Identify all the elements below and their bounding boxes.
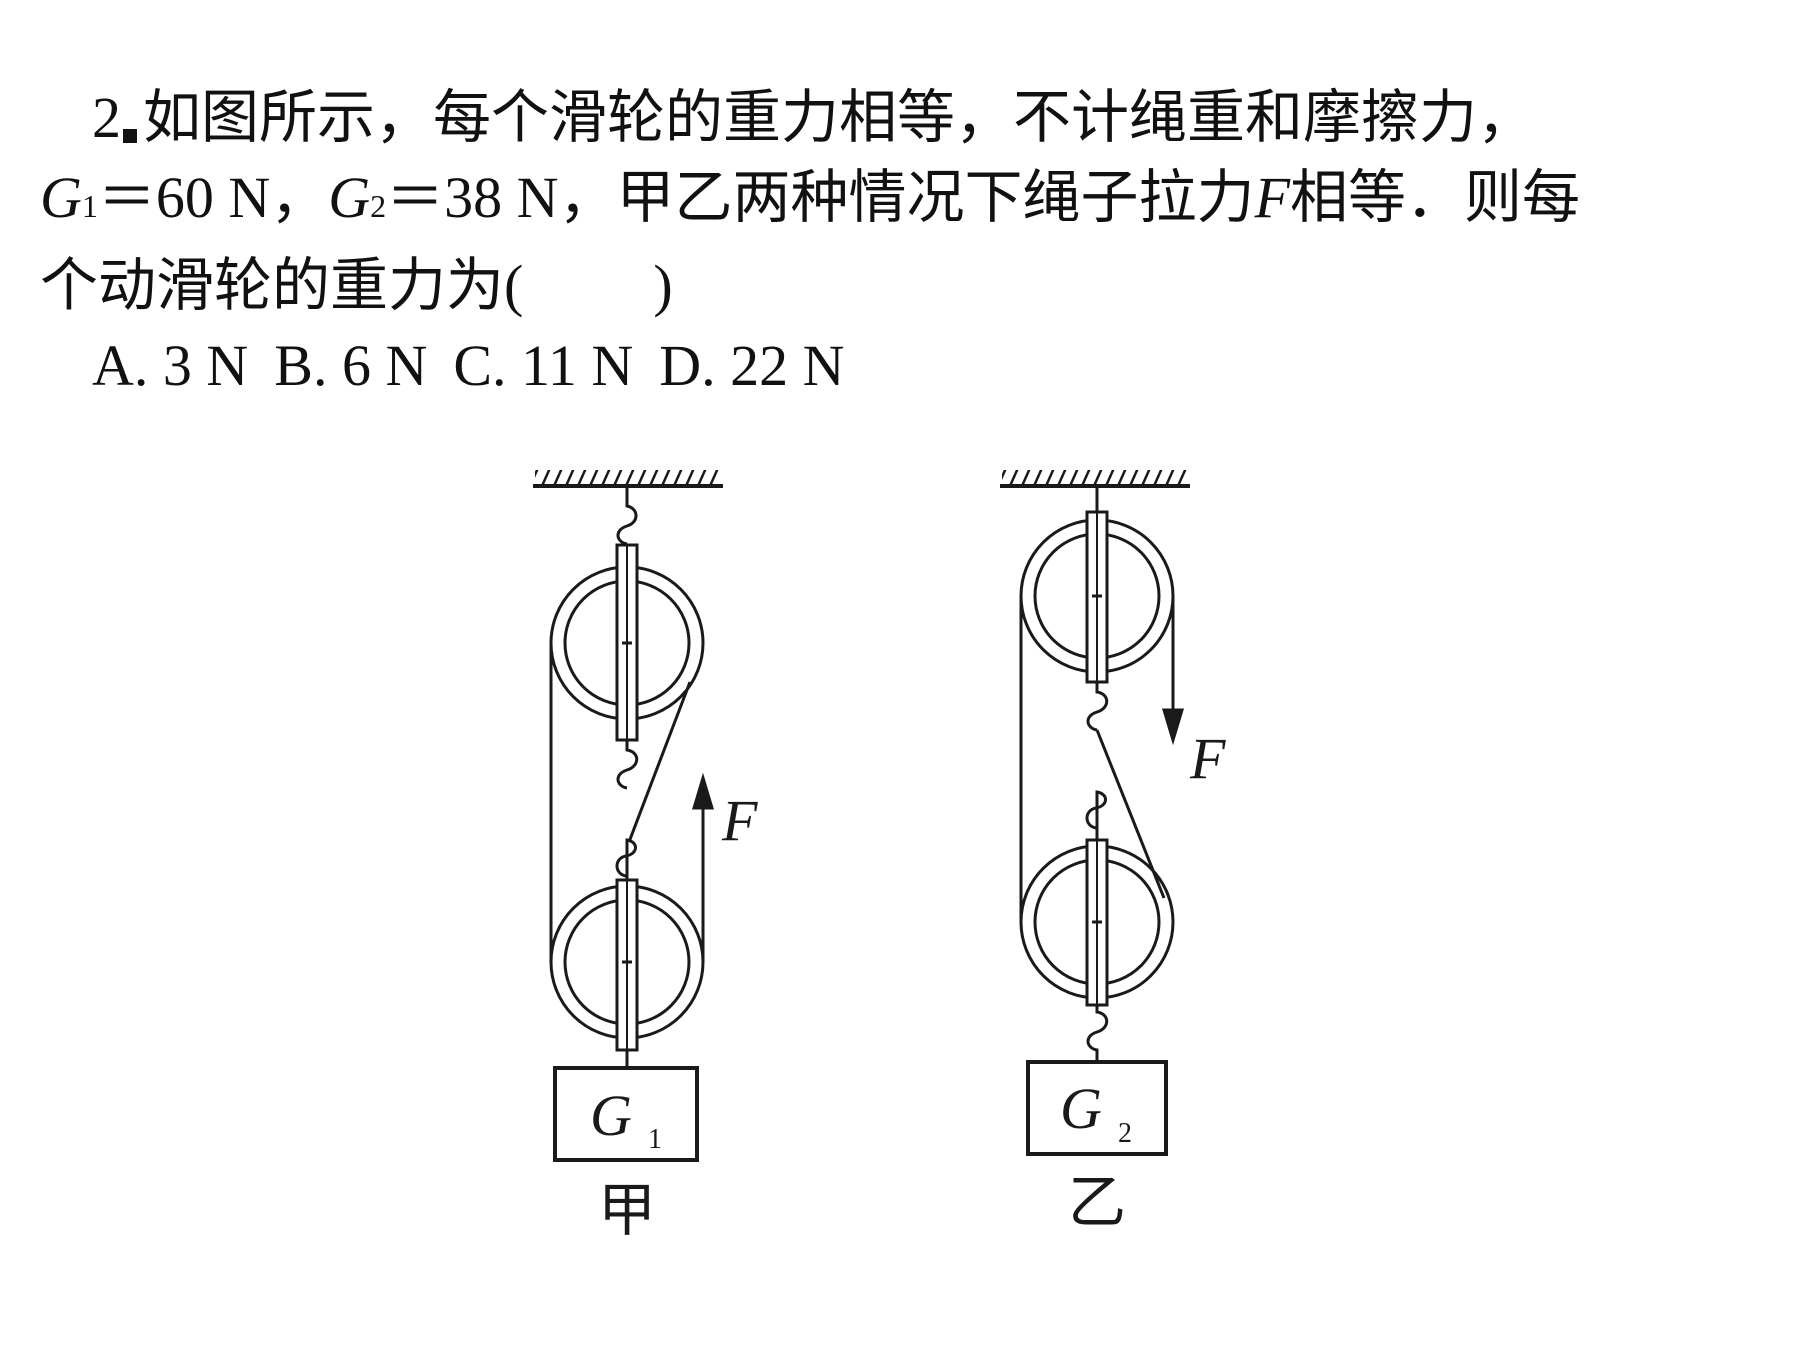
top-hook-left [616, 486, 638, 546]
ceiling-hatch-left [535, 470, 721, 486]
question-line-3: 个动滑轮的重力为() [40, 246, 1760, 326]
option-d: D. 22 N [659, 333, 845, 398]
moving-pulley-bottom-hook-right [1086, 1005, 1109, 1062]
g1-symbol: G [40, 165, 82, 230]
moving-pulley-top-hook-right [1085, 790, 1107, 842]
load-box-left [553, 1066, 699, 1162]
g2-subscript: 2 [370, 188, 387, 224]
rope-diagonal-left [627, 681, 692, 843]
force-label-left: F [721, 788, 758, 853]
g1-value: ＝60 N， [97, 165, 329, 230]
question-number: 2 [92, 85, 121, 150]
load-symbol-right: G [1060, 1076, 1102, 1141]
option-c: C. 11 N [453, 333, 634, 398]
f-symbol: F [1254, 165, 1290, 230]
caption-left: 甲 [598, 1178, 656, 1243]
rope-diagonal-right [1095, 729, 1166, 899]
option-a: A. 3 N [92, 333, 249, 398]
options-line: A. 3 N B. 6 N C. 11 N D. 22 N [40, 326, 1760, 406]
g2-symbol: G [328, 165, 371, 230]
force-arrow-right [1161, 708, 1185, 746]
load-box-right [1026, 1060, 1168, 1156]
number-dot [123, 129, 137, 143]
g1-subscript: 1 [81, 188, 98, 224]
option-b: B. 6 N [274, 333, 428, 398]
load-subscript-left: 1 [648, 1124, 662, 1155]
pulley-system-right: F G 2 乙 [1000, 470, 1226, 1235]
moving-pulley-right [1019, 838, 1175, 1007]
pulley-system-left: F G 1 甲 [533, 470, 758, 1243]
question-stem-2-tail: 相等．则每 [1290, 165, 1581, 230]
fixed-pulley-right [1019, 510, 1175, 684]
load-subscript-right: 2 [1118, 1118, 1132, 1149]
question-stem-3: 个动滑轮的重力为( [40, 253, 524, 318]
question-line-1: 2 如图所示，每个滑轮的重力相等，不计绳重和摩擦力， [40, 78, 1760, 158]
caption-right: 乙 [1068, 1170, 1126, 1235]
moving-pulley-left [549, 878, 705, 1052]
load-symbol-left: G [590, 1083, 632, 1148]
fixed-pulley-bottom-hook-right [1086, 682, 1109, 732]
question-stem-3-close: ) [653, 253, 673, 318]
question-stem-1: 如图所示，每个滑轮的重力相等，不计绳重和摩擦力， [143, 85, 1536, 150]
moving-pulley-top-hook-left [615, 838, 637, 890]
force-arrow-left [691, 772, 715, 810]
force-label-right: F [1189, 726, 1226, 791]
g2-value: ＝38 N，甲乙两种情况下绳子拉力 [386, 165, 1255, 230]
ceiling-hatch-right [1002, 470, 1188, 486]
question-line-2: G1＝60 N，G2＝38 N，甲乙两种情况下绳子拉力F相等．则每 [40, 158, 1760, 246]
fixed-pulley-bottom-hook-left [616, 740, 639, 790]
